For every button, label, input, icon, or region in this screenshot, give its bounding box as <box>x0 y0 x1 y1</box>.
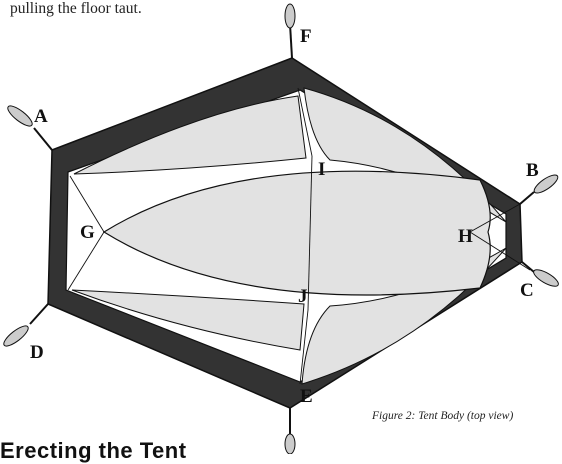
label-d: D <box>30 342 44 363</box>
label-h: H <box>458 226 473 247</box>
strap-b <box>519 174 559 205</box>
label-e: E <box>300 386 313 407</box>
label-g: G <box>80 222 95 243</box>
line-j-e <box>299 309 309 385</box>
line-g-d <box>67 231 105 291</box>
line-f-i <box>297 87 313 157</box>
line-h-c <box>469 231 531 271</box>
section-heading: Erecting the Tent <box>0 438 187 463</box>
panel-bottom-left <box>71 289 305 351</box>
label-b: B <box>526 160 539 181</box>
figure-caption: Figure 2: Tent Body (top view) <box>372 410 514 422</box>
label-c: C <box>520 280 534 301</box>
intro-text: pulling the floor taut. <box>10 0 142 17</box>
strap-c <box>521 261 559 287</box>
line-h-b <box>469 203 521 233</box>
strap-e <box>284 408 296 454</box>
line-g-a <box>69 175 105 233</box>
strap-a <box>7 105 53 151</box>
label-f: F <box>300 26 312 47</box>
strap-f <box>284 3 296 59</box>
tent-body-diagram: A F B I G H C J D E <box>3 3 559 454</box>
strap-d <box>3 303 49 347</box>
panel-center <box>102 170 491 296</box>
line-i-j <box>307 155 313 311</box>
label-a: A <box>34 106 48 127</box>
label-i: I <box>318 159 325 180</box>
label-j: J <box>298 286 308 307</box>
panel-top-left <box>73 95 307 175</box>
